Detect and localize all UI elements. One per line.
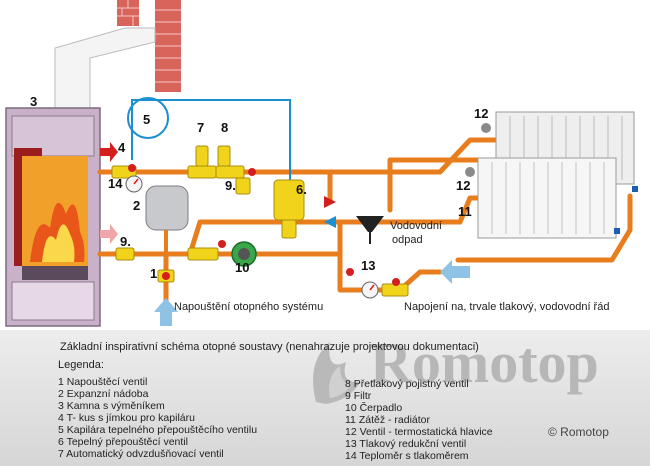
gauge-14	[125, 175, 143, 193]
legend-item: 12 Ventil - termostatická hlavice	[345, 426, 493, 438]
label-3: 3	[30, 94, 37, 109]
radiator-caps	[614, 186, 638, 234]
label-8: 8	[221, 120, 228, 135]
label-14: 14	[108, 176, 123, 191]
legend-item: 7 Automatický odvzdušňovací ventil	[58, 448, 224, 460]
label-6: 6.	[296, 182, 307, 197]
capillary-loop	[127, 97, 169, 139]
valves	[128, 164, 400, 286]
label-9-middle: 9.	[225, 178, 236, 193]
label-9-left: 9.	[120, 234, 131, 249]
radiator-front	[477, 157, 617, 239]
label-12-top: 12	[474, 106, 488, 121]
drain-caption-line1: Vodovodní	[390, 220, 442, 232]
chimney-right	[155, 0, 181, 92]
label-13: 13	[361, 258, 375, 273]
legend-item: 5 Kapilára tepelného přepouštěcího venti…	[58, 424, 258, 436]
stove	[5, 107, 101, 327]
legend-item: 10 Čerpadlo	[345, 402, 403, 414]
gauge-13	[361, 281, 379, 299]
legend-item: 8 Přetlakový pojistný ventil	[345, 378, 469, 390]
thermostatic-heads	[465, 123, 491, 177]
legend-item: 14 Teploměr s tlakoměrem	[345, 450, 469, 462]
fill-system-caption: Napouštění otopného systému	[174, 301, 324, 313]
legend-item: 11 Zátěž - radiátor	[345, 414, 431, 426]
panel-title: Základní inspirativní schéma otopné sous…	[60, 341, 479, 353]
inlet-arrow-water	[440, 260, 470, 284]
expansion-vessel	[145, 185, 189, 254]
legend-item: 9 Filtr	[345, 390, 372, 402]
label-5: 5	[143, 112, 150, 127]
label-10: 10	[235, 260, 249, 275]
label-12-middle: 12	[456, 178, 470, 193]
label-4: 4	[118, 140, 126, 155]
label-2: 2	[133, 198, 140, 213]
chimney-left	[117, 0, 139, 26]
legend-item: 3 Kamna s výměníkem	[58, 400, 165, 412]
watermark-brand: Romotop	[370, 330, 599, 395]
legend-item: 1 Napouštěcí ventil	[58, 376, 148, 388]
inlet-arrow-fill	[154, 298, 178, 326]
label-11: 11	[458, 204, 472, 219]
label-7: 7	[197, 120, 204, 135]
flow-arrows	[100, 142, 336, 244]
flue-pipe	[54, 27, 156, 109]
copyright-text: © Romotop	[548, 425, 609, 439]
legend-heading: Legenda:	[58, 359, 104, 371]
legend-item: 13 Tlakový redukční ventil	[345, 438, 467, 450]
romotop-watermark: Romotop	[313, 330, 599, 404]
legend-item: 4 T- kus s jímkou pro kapiláru	[58, 412, 195, 424]
pump	[231, 241, 257, 267]
drain-caption-line2: odpad	[392, 234, 423, 246]
drain-funnel	[356, 216, 384, 244]
water-connection-caption: Napojení na, trvale tlakový, vodovodní ř…	[404, 301, 610, 313]
legend-item: 6 Tepelný přepouštěcí ventil	[58, 436, 188, 448]
legend-item: 2 Expanzní nádoba	[58, 388, 149, 400]
label-1: 1	[150, 266, 157, 281]
fittings	[111, 145, 409, 297]
